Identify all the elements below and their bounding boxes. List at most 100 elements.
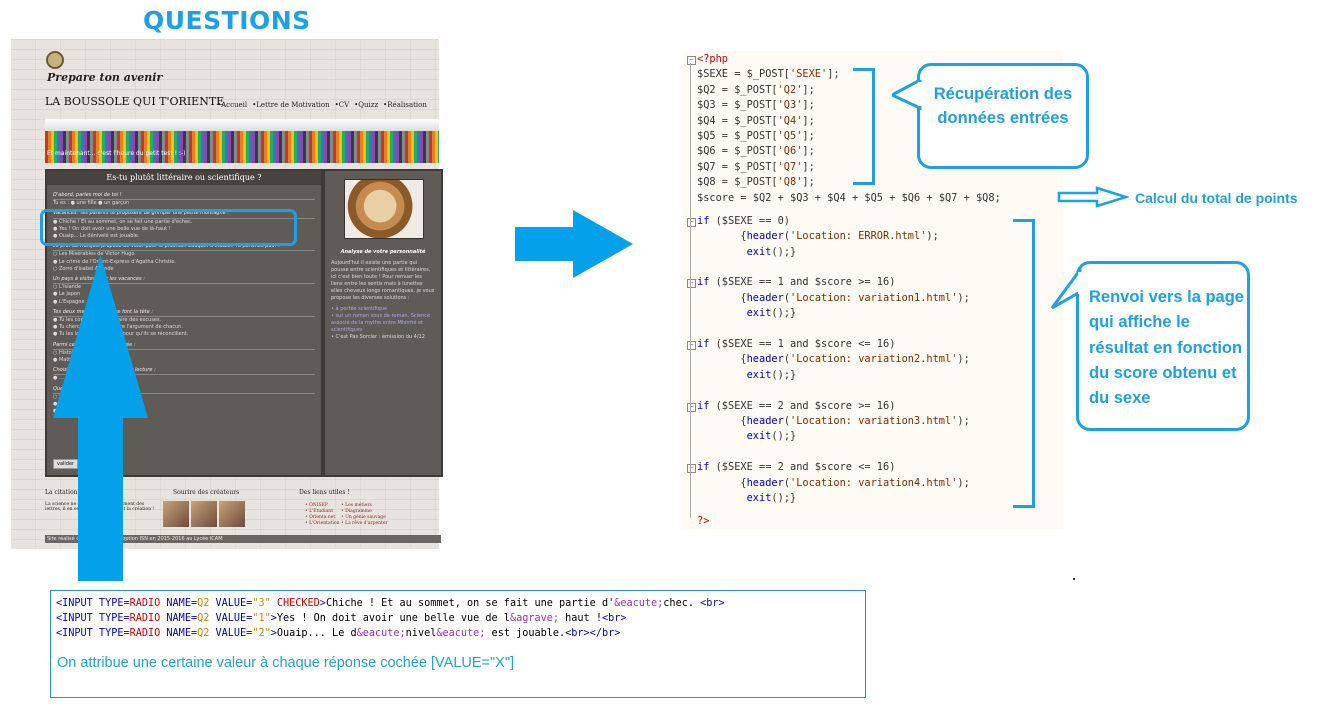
php-function: exit [746,430,772,443]
php-indent: { [697,476,747,489]
quiz-answer[interactable]: ● Yes ! On doit avoir une belle vue de l… [53,225,171,232]
nav-item-realisation[interactable]: •Réalisation [383,101,427,109]
fold-minus-icon[interactable]: − [687,464,696,474]
quiz-answer[interactable]: ● Maths [53,357,75,364]
code-token: &eacute; [356,628,406,639]
php-string: 'Location: variation3.html' [790,414,958,427]
footer-link[interactable]: • L'Orientation [305,521,340,526]
code-token: &eacute; [436,628,486,639]
php-keyword: if [697,461,716,474]
php-condition: ($SEXE == 1 and $score >= 16) [715,276,896,289]
php-operator: = $_POST[ [715,99,778,112]
php-score-line: $score = $Q2 + $Q3 + $Q4 + $Q5 + $Q6 + $… [697,191,1001,204]
footer-link[interactable]: • La rêve d'arpenter [341,521,388,526]
side-link-1[interactable]: • à portée scientifique [331,306,388,312]
site-title: LA BOUSSOLE QUI T'ORIENTE [45,95,225,108]
php-code-line: <?php [697,53,728,65]
php-variable: $Q6 [697,145,716,158]
php-paren: ();} [771,307,797,320]
php-function: header [746,476,784,489]
footer-link[interactable]: • L'Etudiant [305,509,334,514]
footer-link[interactable]: • Diagramme [341,509,372,514]
fold-minus-icon[interactable]: − [687,340,696,350]
quiz-answer[interactable]: ● Le Japon [53,291,81,298]
code-token: <br></br> [565,628,621,639]
php-code-line: exit();} [697,246,797,258]
php-paren: ( [783,291,791,304]
php-code-line: {header('Location: variation3.html'); [697,414,969,427]
nav-item-lettre[interactable]: •Lettre de Motivation [252,101,330,109]
php-operator: = $_POST[ [715,176,778,189]
php-operator: = $_POST[ [715,160,778,173]
php-keyword: if [697,276,716,289]
php-string: 'SEXE' [790,68,828,81]
stray-dot [1073,578,1075,580]
footer-link[interactable]: • Les métiers [341,503,372,508]
footer-citation-title: La citation [45,489,78,496]
fold-minus-icon[interactable]: − [687,402,696,412]
php-function: exit [746,491,772,504]
code-token: > [270,628,277,639]
php-variable: $Q7 [697,160,716,173]
php-operator: ]; [802,130,815,142]
code-token: &agrave; [509,613,560,624]
php-variable: $Q2 [697,83,716,96]
php-code-line: $score = $Q2 + $Q3 + $Q4 + $Q5 + $Q6 + $… [697,192,1001,204]
php-code-line: exit();} [697,430,797,443]
submit-button[interactable]: valider [53,459,79,469]
php-code-line: if ($SEXE == 2 and $score <= 16) [697,461,895,473]
fold-minus-icon[interactable]: − [687,56,696,65]
php-condition: ($SEXE == 0) [715,214,791,227]
php-string: 'Q6' [777,145,803,158]
quiz-answer[interactable]: Tu es : ● une fille ● un garçon [53,200,130,207]
nav-item-quizz[interactable]: •Quizz [354,101,379,109]
php-operator: = $_POST[ [715,145,778,158]
php-function: header [746,414,784,427]
footer-link[interactable]: • Orienta.net [305,515,336,520]
callout-renvoi: Renvoi vers la page qui affiche le résul… [1076,261,1250,431]
code-token: &eacute; [614,598,664,609]
php-code-line: {header('Location: ERROR.html'); [697,230,938,242]
side-link-3[interactable]: • C'est Pas Sorcier : émission du 4/12 [331,334,425,340]
code-token: NAME= [160,598,198,609]
quiz-answer[interactable]: ○ Les Misérables de Victor Hugo. [53,251,136,258]
footer-link[interactable]: • ONISEP [305,503,328,508]
quiz-answer[interactable]: ○ Zorro d'Isabel Allende [53,265,114,272]
fold-minus-icon[interactable]: − [687,217,696,227]
php-paren: ();} [771,368,797,381]
php-function: exit [746,368,772,381]
callout-pointer [1050,268,1082,310]
php-code-line: $Q4 = $_POST['Q4']; [697,115,815,127]
quiz-answer[interactable]: ● L'Espagne [53,298,85,305]
quiz-answer[interactable]: ● Le crime de l'Orient-Express d'Agatha … [53,258,176,265]
quiz-answer[interactable]: ○ Histoire [53,349,79,356]
html-code-line: <INPUT TYPE=RADIO NAME=Q2 VALUE="3" CHEC… [56,598,725,609]
php-paren: ( [783,476,791,489]
php-code-line: if ($SEXE == 1 and $score >= 16) [697,276,895,288]
side-caption: Analyse de votre personnalité [340,249,426,255]
footer-link[interactable]: • Un génie sauvage [341,515,386,520]
fold-guide [690,63,691,518]
callout-pointer [892,80,922,110]
up-arrow-icon [53,255,148,581]
php-variable: $Q3 [697,99,716,112]
php-indent [697,492,747,504]
code-token: Q2 [197,613,210,624]
php-code-line: if ($SEXE == 1 and $score <= 16) [697,338,895,350]
code-token: VALUE= [209,628,253,639]
footer-creators-title: Sourire des créateurs [173,489,240,496]
code-token: CHECKED [270,598,320,609]
php-code-line: exit();} [697,368,797,381]
code-token: Q2 [197,598,210,609]
php-paren: ();} [771,430,797,443]
nav-item-accueil[interactable]: •Accueil [217,101,248,109]
nav-item-cv[interactable]: •CV [334,101,350,109]
fold-minus-icon[interactable]: − [687,279,696,289]
php-code-line: $Q7 = $_POST['Q7']; [697,161,815,173]
quiz-answer[interactable]: ● Chiche ! Et au sommet, on se fait une … [53,218,193,225]
total-label: Calcul du total de points [1135,190,1298,206]
quiz-answer[interactable]: ● Ouaip... Le dénivelé est jouable. [53,233,140,240]
quiz-answer[interactable]: ○ L'Islande [53,284,82,291]
code-token: haut ! [559,613,602,624]
side-link-2[interactable]: • sur un roman sous de roman, Science as… [331,313,431,333]
